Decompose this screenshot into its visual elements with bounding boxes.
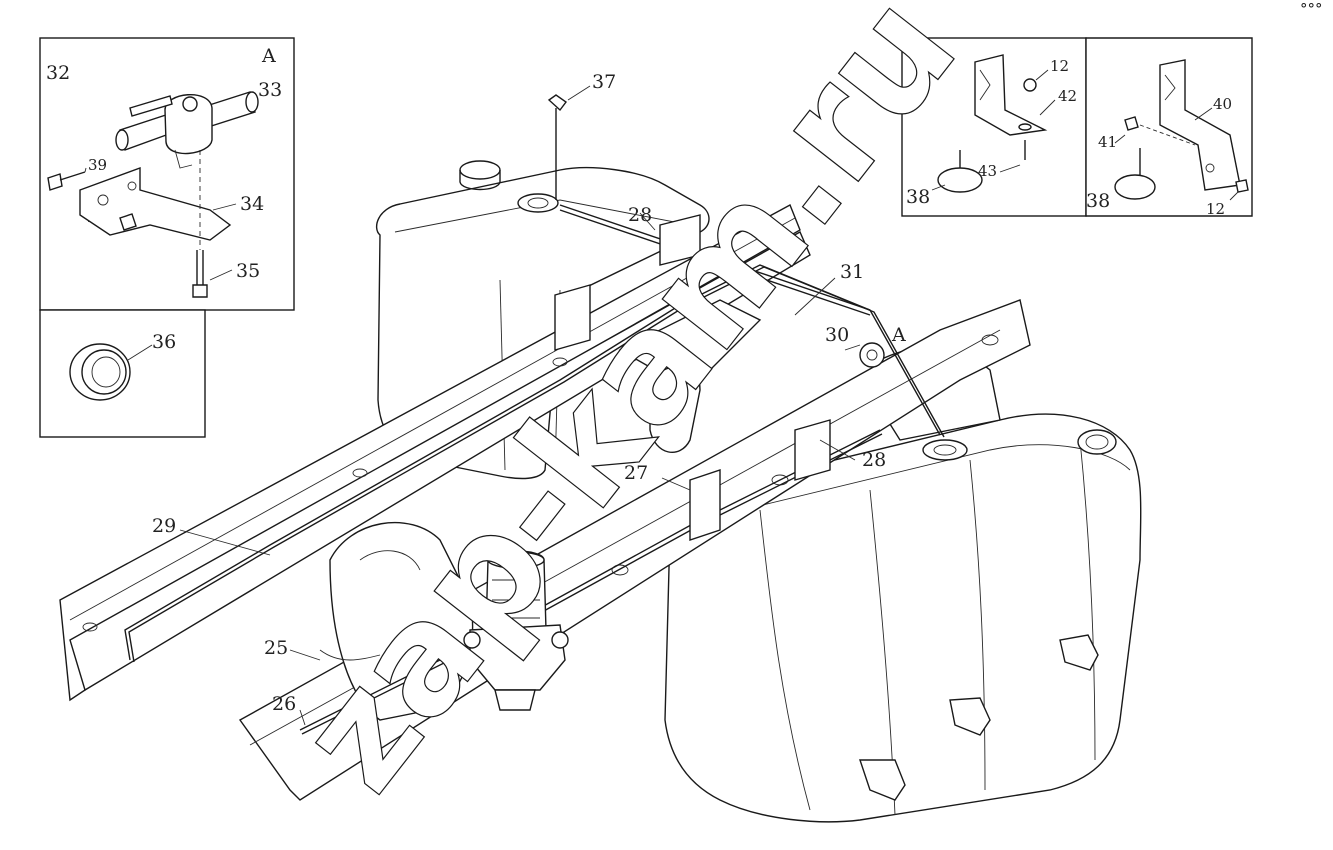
callout-leaders xyxy=(179,85,861,726)
callout-36: 36 xyxy=(152,331,176,353)
view-letter-a-main: A xyxy=(891,324,906,346)
view-letter-a-inset: A xyxy=(261,45,276,67)
fuel-valve-detail xyxy=(115,91,259,169)
callout-41: 41 xyxy=(1098,133,1117,151)
crossmember xyxy=(329,299,762,721)
main-assembly: 37 28 31 30 A 28 27 29 25 26 xyxy=(59,71,1142,823)
callout-27: 27 xyxy=(624,462,648,484)
fuel-filter-separator xyxy=(463,550,569,711)
callout-32: 32 xyxy=(46,62,70,84)
fuel-lines xyxy=(124,204,945,735)
callout-28-lower: 28 xyxy=(862,449,886,471)
callout-31: 31 xyxy=(840,261,864,283)
large-fuel-tank xyxy=(664,346,1142,823)
callout-28-upper: 28 xyxy=(628,204,652,226)
nut-12-inset xyxy=(119,213,137,231)
tank-brackets xyxy=(554,214,831,541)
callout-38-right-2: 38 xyxy=(1086,190,1110,212)
left-frame-rail xyxy=(59,204,811,702)
callout-26: 26 xyxy=(272,693,296,715)
valve-mounting-bracket xyxy=(79,150,232,250)
callout-38-right-1: 38 xyxy=(906,186,930,208)
inset-bracket-right-1: 12 42 43 38 xyxy=(901,37,1087,217)
callout-42: 42 xyxy=(1058,87,1077,105)
callout-39: 39 xyxy=(88,156,107,174)
breather-valve xyxy=(547,94,567,200)
callout-43: 43 xyxy=(978,162,997,180)
callout-33: 33 xyxy=(258,79,282,101)
callout-30: 30 xyxy=(825,324,849,346)
bolt-39 xyxy=(47,167,87,191)
inset-grommet: 36 xyxy=(39,309,206,438)
callout-12-right-1: 12 xyxy=(1050,57,1069,75)
inset-bracket-right-2: 40 41 38 12 xyxy=(1085,37,1253,218)
callout-40: 40 xyxy=(1213,95,1232,113)
inset-view-a: A 32 33 39 34 12 35 xyxy=(39,37,295,311)
callout-35: 35 xyxy=(236,260,260,282)
fuel-valve-a xyxy=(859,342,885,368)
callout-25: 25 xyxy=(264,637,288,659)
corner-mark: °°° xyxy=(1300,0,1323,18)
bolt-35 xyxy=(192,250,233,298)
callout-37: 37 xyxy=(592,71,616,93)
callout-12-right-2: 12 xyxy=(1206,200,1225,218)
callout-34: 34 xyxy=(240,193,264,215)
callout-29: 29 xyxy=(152,515,176,537)
